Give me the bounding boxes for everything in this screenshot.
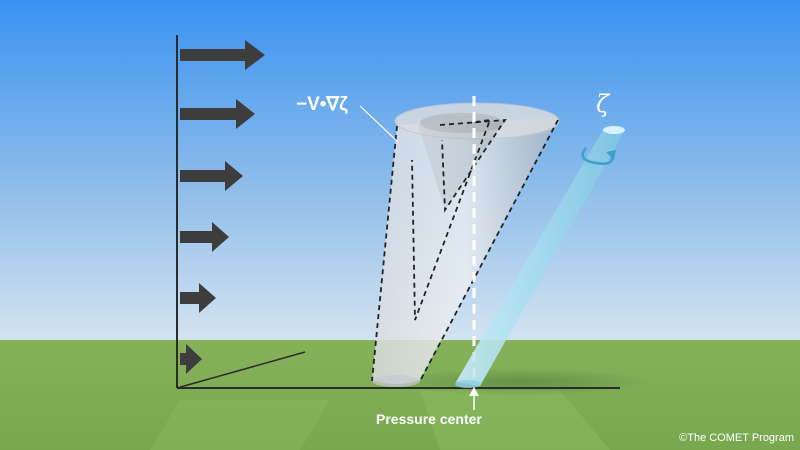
copyright-credit: ©The COMET Program [679,432,794,444]
vorticity-label: ζ [596,90,610,118]
right-arrow-icon [180,344,202,374]
mid-wedge-outline [411,118,492,321]
cone-outline-left [371,125,398,382]
inner-wedge [418,120,505,210]
right-arrow-icon [180,222,229,252]
advection-leader-line [359,105,399,143]
cone-outline-right [419,119,559,382]
tube-top-cap [603,126,625,134]
depth-axis [176,351,306,389]
tube-base [455,380,481,388]
right-arrow-icon [180,99,255,129]
right-arrow-icon [180,283,216,313]
up-arrow-icon [469,387,479,410]
right-arrow-icon [180,161,243,191]
right-arrow-icon [180,40,265,70]
advection-cone [371,102,560,387]
vorticity-tube [455,126,625,388]
advection-term-label: −V•∇ζ [296,94,348,115]
curved-arrow-icon [581,147,616,165]
pressure-center-label: Pressure center [376,411,482,427]
cone-shadow [390,368,650,396]
cone-base [372,375,420,387]
ground-light-patch [420,390,610,450]
ground-light-patch [150,400,330,450]
